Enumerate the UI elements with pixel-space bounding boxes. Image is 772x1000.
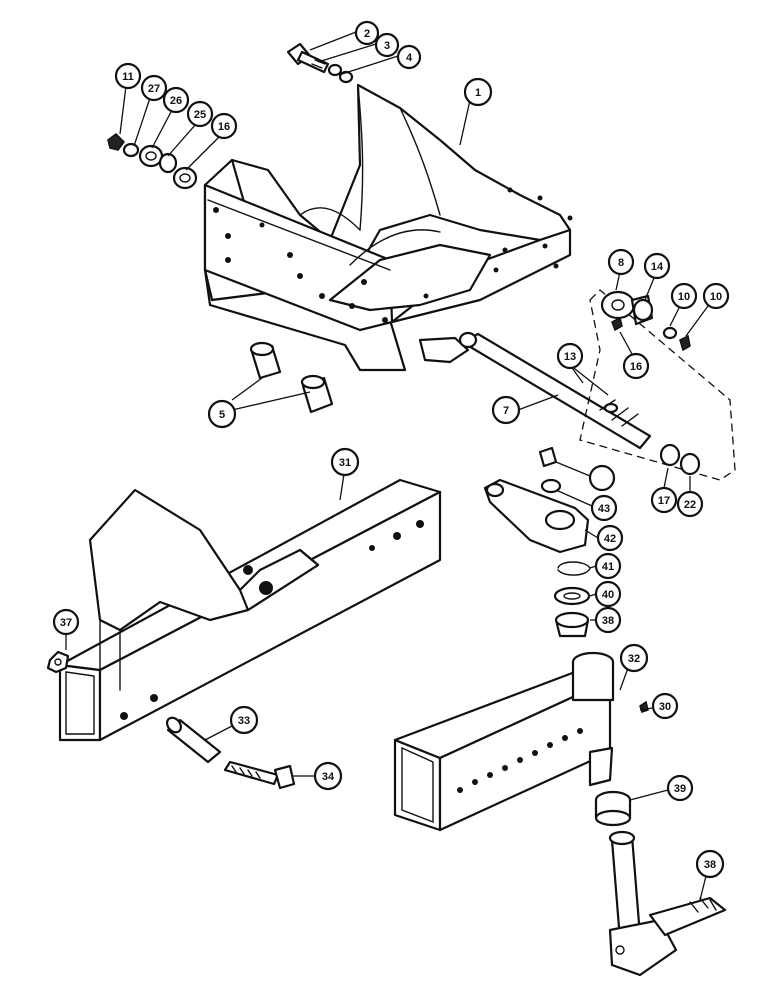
svg-text:17: 17 bbox=[658, 495, 670, 507]
svg-text:40: 40 bbox=[602, 589, 614, 601]
svg-text:37: 37 bbox=[60, 617, 72, 629]
svg-text:16: 16 bbox=[218, 121, 230, 133]
svg-text:5: 5 bbox=[219, 409, 225, 421]
svg-text:32: 32 bbox=[628, 653, 640, 665]
svg-text:38: 38 bbox=[602, 615, 614, 627]
callout-34: 37 bbox=[52, 608, 80, 636]
callout-16-right: 17 bbox=[650, 486, 678, 514]
adjust-holes bbox=[457, 728, 583, 793]
part-37-spindle bbox=[608, 830, 727, 977]
svg-text:14: 14 bbox=[651, 261, 664, 273]
svg-text:31: 31 bbox=[339, 457, 351, 469]
callout-42: 43 bbox=[590, 494, 618, 522]
rings-40-39-38 bbox=[553, 561, 591, 638]
part-32-pin-33-bolt bbox=[166, 716, 296, 790]
part-1-axle-support bbox=[203, 83, 573, 372]
svg-text:39: 39 bbox=[674, 783, 686, 795]
callout-bubbles: 1 2 3 4 5 7 8 10 10 11 13 14 16 16 17 22… bbox=[52, 20, 730, 879]
callout-11: 13 bbox=[556, 342, 584, 370]
callout-10-left: 11 bbox=[114, 62, 142, 90]
part-34-nut bbox=[46, 650, 70, 674]
callout-40: 41 bbox=[594, 552, 622, 580]
callout-4: 4 bbox=[396, 44, 422, 70]
callout-30: 31 bbox=[330, 447, 360, 477]
svg-text:11: 11 bbox=[122, 71, 134, 83]
callout-39: 40 bbox=[594, 580, 622, 608]
svg-text:3: 3 bbox=[384, 40, 390, 52]
svg-text:33: 33 bbox=[238, 715, 250, 727]
callout-32: 33 bbox=[229, 705, 259, 735]
callout-33: 34 bbox=[313, 761, 343, 791]
right-fastener-stack bbox=[579, 289, 736, 481]
callout-7: 7 bbox=[491, 395, 521, 425]
svg-text:1: 1 bbox=[475, 87, 481, 99]
callout-38-upper: 38 bbox=[594, 606, 622, 634]
part-38-lower-bushing bbox=[594, 790, 632, 827]
svg-text:7: 7 bbox=[503, 405, 509, 417]
part-30-axle-beam bbox=[58, 478, 442, 742]
callout-5: 5 bbox=[207, 399, 237, 429]
callout-22: 25 bbox=[186, 100, 214, 128]
part-5-bushings bbox=[249, 341, 334, 414]
callout-8: 8 bbox=[607, 248, 635, 276]
svg-text:10: 10 bbox=[710, 291, 722, 303]
part-31-axle-extension bbox=[393, 651, 649, 832]
callout-37: 38 bbox=[695, 849, 725, 879]
callout-10-right: 10 bbox=[702, 282, 730, 310]
callout-43 bbox=[588, 464, 616, 492]
leader-lines bbox=[65, 31, 709, 901]
callout-16-left: 16 bbox=[210, 112, 238, 140]
callout-13: 14 bbox=[643, 252, 671, 280]
svg-text:42: 42 bbox=[604, 533, 616, 545]
svg-text:4: 4 bbox=[406, 52, 413, 64]
callout-41: 42 bbox=[596, 524, 624, 552]
svg-text:10: 10 bbox=[678, 291, 690, 303]
svg-text:8: 8 bbox=[618, 257, 624, 269]
svg-text:22: 22 bbox=[684, 499, 696, 511]
svg-text:27: 27 bbox=[148, 83, 160, 95]
callout-25: 26 bbox=[162, 86, 190, 114]
svg-text:38: 38 bbox=[704, 859, 716, 871]
svg-text:26: 26 bbox=[170, 95, 182, 107]
part-41-steering-arm bbox=[483, 446, 590, 554]
part-7-pivot-shaft bbox=[458, 331, 652, 450]
svg-text:13: 13 bbox=[564, 351, 576, 363]
left-fastener-stack bbox=[107, 133, 198, 190]
callout-2: 2 bbox=[354, 20, 380, 46]
svg-text:2: 2 bbox=[364, 28, 370, 40]
callout-27: 30 bbox=[651, 692, 679, 720]
svg-text:16: 16 bbox=[630, 361, 642, 373]
callout-9: 10 bbox=[670, 282, 698, 310]
callout-3: 3 bbox=[374, 32, 400, 58]
callout-1: 1 bbox=[463, 77, 493, 107]
svg-text:25: 25 bbox=[194, 109, 206, 121]
bolt-and-washers-top bbox=[286, 42, 354, 84]
svg-text:34: 34 bbox=[322, 771, 335, 783]
svg-text:43: 43 bbox=[598, 503, 610, 515]
callout-31: 32 bbox=[619, 643, 649, 673]
callout-38-lower: 39 bbox=[666, 774, 694, 802]
callout-17: 22 bbox=[676, 490, 704, 518]
svg-text:30: 30 bbox=[659, 701, 671, 713]
callout-14: 16 bbox=[622, 352, 650, 380]
callout-26: 27 bbox=[140, 74, 168, 102]
svg-text:41: 41 bbox=[602, 561, 614, 573]
